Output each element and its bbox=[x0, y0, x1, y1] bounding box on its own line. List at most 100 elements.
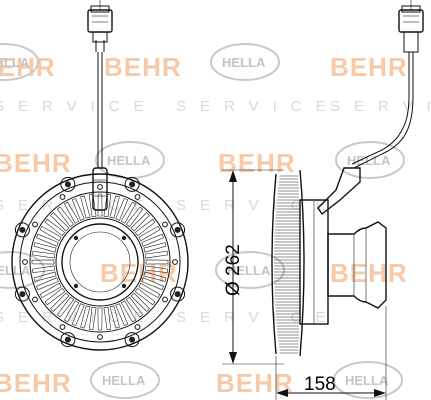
hub-flange bbox=[327, 221, 387, 309]
cooling-fin bbox=[63, 201, 80, 224]
cooling-fin bbox=[134, 287, 156, 306]
cooling-fins bbox=[31, 193, 169, 331]
cooling-fin bbox=[141, 233, 164, 247]
mounting-lug bbox=[60, 332, 76, 348]
cooling-fin bbox=[141, 277, 164, 291]
hub-ring bbox=[55, 217, 145, 307]
lug-hole bbox=[174, 226, 181, 233]
housing-rim bbox=[19, 181, 181, 343]
svg-text:HELLA: HELLA bbox=[345, 373, 389, 388]
watermark-service: SERVICE bbox=[176, 309, 340, 326]
cooling-fin bbox=[120, 300, 137, 323]
connector-plug-icon bbox=[398, 5, 424, 53]
cooling-fin bbox=[36, 277, 59, 291]
side-outline bbox=[271, 169, 305, 357]
bolt-hole bbox=[134, 194, 141, 200]
fin-outer-ring bbox=[29, 191, 171, 333]
cooling-fin bbox=[33, 271, 57, 282]
dimension-width: 158 bbox=[275, 306, 387, 400]
mounting-lug bbox=[170, 222, 186, 238]
bolt-hole bbox=[97, 184, 103, 190]
mounting-lug bbox=[14, 222, 30, 238]
cooling-fin bbox=[32, 265, 56, 274]
diameter-label: Ø 262 bbox=[223, 244, 244, 296]
cooling-fin bbox=[103, 306, 112, 330]
cooling-fin bbox=[109, 195, 120, 219]
cooling-fin bbox=[97, 307, 103, 331]
bolt-hole bbox=[162, 221, 168, 228]
hella-logo-icon: HELLA bbox=[95, 141, 165, 179]
cooling-fin bbox=[138, 225, 161, 242]
cooling-fin bbox=[143, 242, 167, 253]
hub-holes bbox=[73, 235, 127, 289]
svg-text:HELLA: HELLA bbox=[222, 55, 266, 70]
dimension-diameter: Ø 262 bbox=[222, 169, 284, 365]
cooling-fin bbox=[88, 306, 97, 330]
cooling-fin bbox=[63, 300, 80, 323]
bolt-holes bbox=[22, 184, 178, 340]
mounting-lug bbox=[60, 176, 76, 192]
cooling-fin bbox=[134, 218, 156, 237]
connector-plug-icon bbox=[87, 5, 113, 43]
side-view bbox=[271, 0, 424, 357]
outer-housing bbox=[11, 173, 189, 351]
cooling-fin bbox=[115, 198, 129, 221]
cooling-fin bbox=[56, 296, 75, 318]
lug-hole bbox=[64, 181, 71, 188]
lug-hole bbox=[19, 291, 26, 298]
cooling-fin bbox=[56, 206, 75, 228]
cooling-fin bbox=[144, 265, 168, 274]
bolt-hole bbox=[59, 194, 66, 200]
lug-hole bbox=[19, 226, 26, 233]
hella-logo-icon: HELLA bbox=[0, 43, 39, 81]
hella-logo-icon: HELLA bbox=[0, 251, 45, 289]
cable-front bbox=[95, 0, 105, 168]
watermark-behr: BEHR bbox=[0, 368, 72, 398]
mounting-lug bbox=[124, 176, 140, 192]
cooling-fin bbox=[50, 212, 70, 232]
mounting-lug bbox=[14, 286, 30, 302]
bolt-hole bbox=[172, 259, 178, 265]
cooling-fin bbox=[71, 303, 85, 326]
watermark-service: SERVICE bbox=[330, 98, 431, 115]
watermark-service: SERVICE bbox=[176, 197, 340, 214]
svg-text:HELLA: HELLA bbox=[107, 153, 151, 168]
watermark-layer: BEHR BEHR BEHR HELLA HELLA SERVICE SERVI… bbox=[0, 43, 431, 399]
cooling-fin bbox=[125, 296, 144, 318]
watermark-behr: BEHR bbox=[218, 148, 296, 178]
bolt-hole bbox=[97, 334, 103, 340]
hella-logo-icon: HELLA bbox=[90, 361, 160, 399]
bolt-hole bbox=[32, 296, 38, 303]
cooling-fin bbox=[130, 212, 150, 232]
mounting-lugs bbox=[14, 176, 186, 348]
cable-side bbox=[351, 0, 414, 169]
cooling-fin bbox=[31, 259, 55, 265]
watermark-behr: BEHR bbox=[0, 148, 72, 178]
lug-hole bbox=[129, 336, 136, 343]
cooling-fin bbox=[120, 201, 137, 224]
cable-guide bbox=[92, 167, 108, 211]
watermark-behr: BEHR bbox=[0, 52, 56, 82]
cooling-fin bbox=[130, 292, 150, 312]
cooling-fin bbox=[138, 282, 161, 299]
cooling-fin bbox=[80, 305, 91, 329]
cooling-fin bbox=[39, 225, 62, 242]
cooling-fin bbox=[44, 287, 66, 306]
cooling-fin bbox=[71, 198, 85, 221]
cooling-fin bbox=[125, 206, 144, 228]
bolt-hole bbox=[59, 324, 66, 330]
cooling-fin bbox=[33, 242, 57, 253]
hub-hole bbox=[121, 235, 127, 241]
lug-hole bbox=[129, 181, 136, 188]
hella-logo-icon: HELLA bbox=[215, 251, 285, 289]
width-label: 158 bbox=[304, 374, 336, 395]
cooling-fin bbox=[115, 303, 129, 326]
bolt-hole bbox=[22, 259, 28, 265]
sensor-bracket bbox=[317, 167, 361, 216]
svg-text:HELLA: HELLA bbox=[0, 55, 30, 70]
front-view bbox=[11, 0, 189, 351]
hub-hole bbox=[73, 283, 79, 289]
side-fin-stack bbox=[274, 175, 301, 354]
cooling-fin bbox=[97, 193, 103, 217]
